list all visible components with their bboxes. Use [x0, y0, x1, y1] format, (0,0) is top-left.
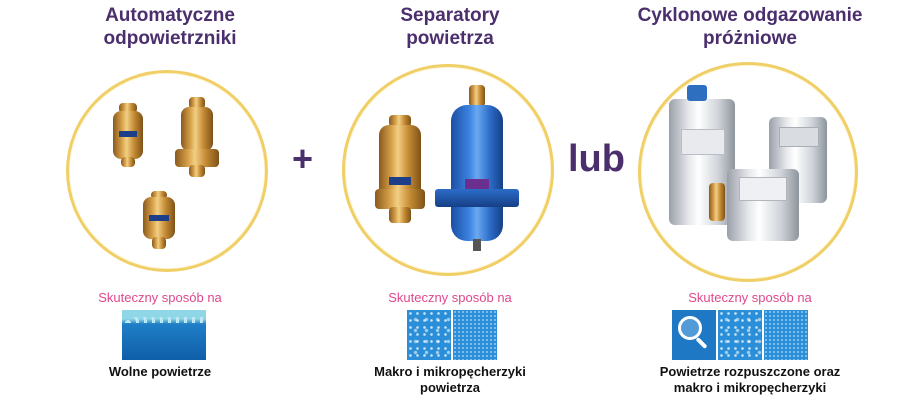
air-separator-image — [375, 115, 425, 225]
magnifier-icon — [678, 316, 702, 340]
air-separator-image — [435, 85, 519, 251]
effective-label: Skuteczny sposób na — [98, 290, 222, 305]
product-circle — [66, 70, 268, 272]
plus-sign: + — [292, 138, 314, 179]
micro-bubbles-tile — [764, 310, 808, 360]
air-vent-image — [143, 191, 175, 249]
effective-label: Skuteczny sposób na — [388, 290, 512, 305]
degasser-unit-image — [669, 85, 735, 225]
dissolved-air-tile — [672, 310, 716, 360]
column-automatic-air-vents: Automatyczne odpowietrzniki Skuteczny sp… — [40, 0, 300, 400]
or-label: lub — [568, 138, 625, 180]
macro-bubbles-tile — [407, 310, 451, 360]
water-tiles — [672, 310, 808, 360]
effective-label: Skuteczny sposób na — [688, 290, 812, 305]
column-air-separators: Separatory powietrza Skuteczny sposób na… — [320, 0, 580, 400]
column-caption: Makro i mikropęcherzyki powietrza — [374, 364, 526, 395]
water-tiles — [122, 310, 206, 360]
product-circle — [638, 62, 858, 282]
degasser-unit-image — [727, 169, 799, 241]
air-vent-image — [175, 97, 219, 177]
column-caption: Powietrze rozpuszczone oraz makro i mikr… — [659, 364, 841, 395]
column-caption: Wolne powietrze — [108, 364, 212, 379]
column-title: Automatyczne odpowietrzniki — [103, 5, 237, 49]
column-vacuum-degassing: Cyklonowe odgazowanie próżniowe Skuteczn… — [610, 0, 890, 400]
air-vent-image — [113, 103, 143, 167]
column-title: Cyklonowe odgazowanie próżniowe — [637, 5, 863, 49]
free-air-tile — [122, 310, 206, 360]
micro-bubbles-tile — [453, 310, 497, 360]
water-tiles — [407, 310, 497, 360]
macro-bubbles-tile — [718, 310, 762, 360]
column-title: Separatory powietrza — [400, 5, 500, 49]
product-circle — [342, 64, 554, 276]
degasser-valve-image — [709, 183, 725, 221]
